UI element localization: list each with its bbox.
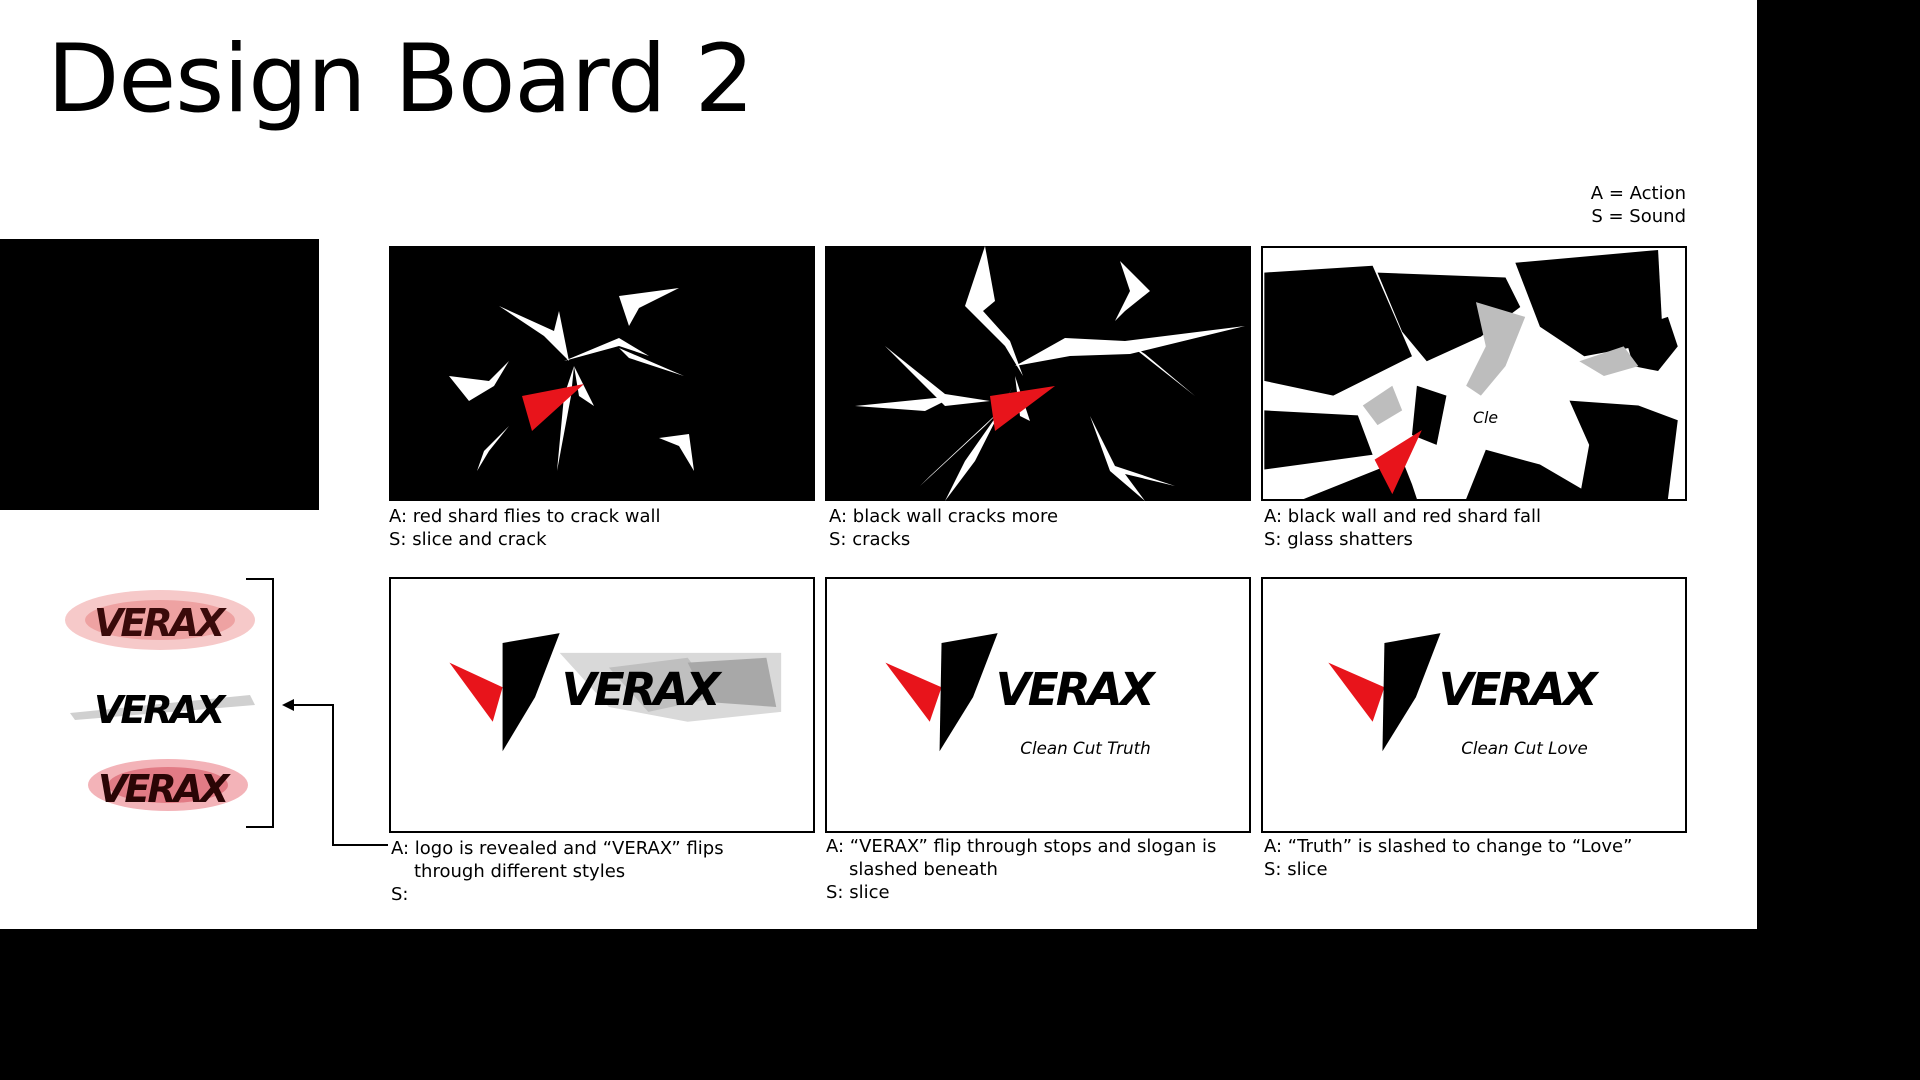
logo-style-silver: VERAX xyxy=(60,665,260,741)
logo-style-red-glow: VERAX xyxy=(60,580,260,656)
verax-wordmark: VERAX xyxy=(562,663,723,716)
slogan-text: Clean Cut Love xyxy=(1461,738,1588,758)
logo-reveal-illustration: VERAX xyxy=(449,633,782,752)
storyboard-panel-1 xyxy=(389,246,815,501)
caption-action-line2: through different styles xyxy=(414,861,626,882)
caption-sound: S: glass shatters xyxy=(1264,529,1413,550)
verax-wordmark: VERAX xyxy=(94,688,227,732)
style-variants-bracket xyxy=(246,578,274,828)
connector-arrow xyxy=(282,699,388,846)
caption-action-line2: slashed beneath xyxy=(849,859,998,880)
caption-panel-2: A: black wall cracks more S: cracks xyxy=(829,505,1058,551)
caption-panel-3: A: black wall and red shard fall S: glas… xyxy=(1264,505,1541,551)
caption-sound: S: xyxy=(391,884,409,905)
caption-action: A: black wall cracks more xyxy=(829,506,1059,527)
caption-action-line1: A: “VERAX” flip through stops and slogan… xyxy=(826,836,1217,857)
crack-illustration xyxy=(449,288,694,471)
caption-panel-5: A: “VERAX” flip through stops and slogan… xyxy=(826,835,1216,904)
verax-wordmark: VERAX xyxy=(1439,663,1600,716)
caption-action: A: “Truth” is slashed to change to “Love… xyxy=(1264,836,1633,857)
caption-sound: S: cracks xyxy=(829,529,911,550)
legend: A = Action S = Sound xyxy=(1591,182,1686,228)
caption-sound: S: slice and crack xyxy=(389,529,547,550)
legend-sound: S = Sound xyxy=(1591,206,1686,227)
caption-action: A: black wall and red shard fall xyxy=(1264,506,1541,527)
partial-slogan-text: Cle xyxy=(1473,408,1498,427)
storyboard-panel-2 xyxy=(825,246,1251,501)
page-title: Design Board 2 xyxy=(47,25,754,134)
caption-sound: S: slice xyxy=(1264,859,1328,880)
black-placeholder-frame xyxy=(0,239,319,510)
verax-wordmark: VERAX xyxy=(94,601,227,645)
storyboard-panel-5: VERAX Clean Cut Truth xyxy=(825,577,1251,833)
storyboard-panel-6: VERAX Clean Cut Love xyxy=(1261,577,1687,833)
caption-panel-6: A: “Truth” is slashed to change to “Love… xyxy=(1264,835,1632,881)
logo-style-red-texture: VERAX xyxy=(60,745,260,821)
caption-action: A: red shard flies to crack wall xyxy=(389,506,661,527)
caption-panel-4: A: logo is revealed and “VERAX” flips th… xyxy=(391,837,724,906)
storyboard-panel-4: VERAX xyxy=(389,577,815,833)
verax-wordmark: VERAX xyxy=(996,663,1157,716)
shatter-illustration: Cle xyxy=(1264,248,1684,499)
storyboard-panel-3: Cle xyxy=(1261,246,1687,501)
slide: Design Board 2 A = Action S = Sound A: r… xyxy=(0,0,1757,929)
slogan-text: Clean Cut Truth xyxy=(1020,738,1150,758)
crack-illustration xyxy=(855,246,1245,501)
caption-action-line1: A: logo is revealed and “VERAX” flips xyxy=(391,838,724,859)
caption-panel-1: A: red shard flies to crack wall S: slic… xyxy=(389,505,661,551)
legend-action: A = Action xyxy=(1590,183,1686,204)
caption-sound: S: slice xyxy=(826,882,890,903)
logo-slogan-illustration: VERAX Clean Cut Love xyxy=(1328,633,1603,758)
verax-wordmark: VERAX xyxy=(98,767,231,811)
logo-slogan-illustration: VERAX Clean Cut Truth xyxy=(885,633,1160,758)
